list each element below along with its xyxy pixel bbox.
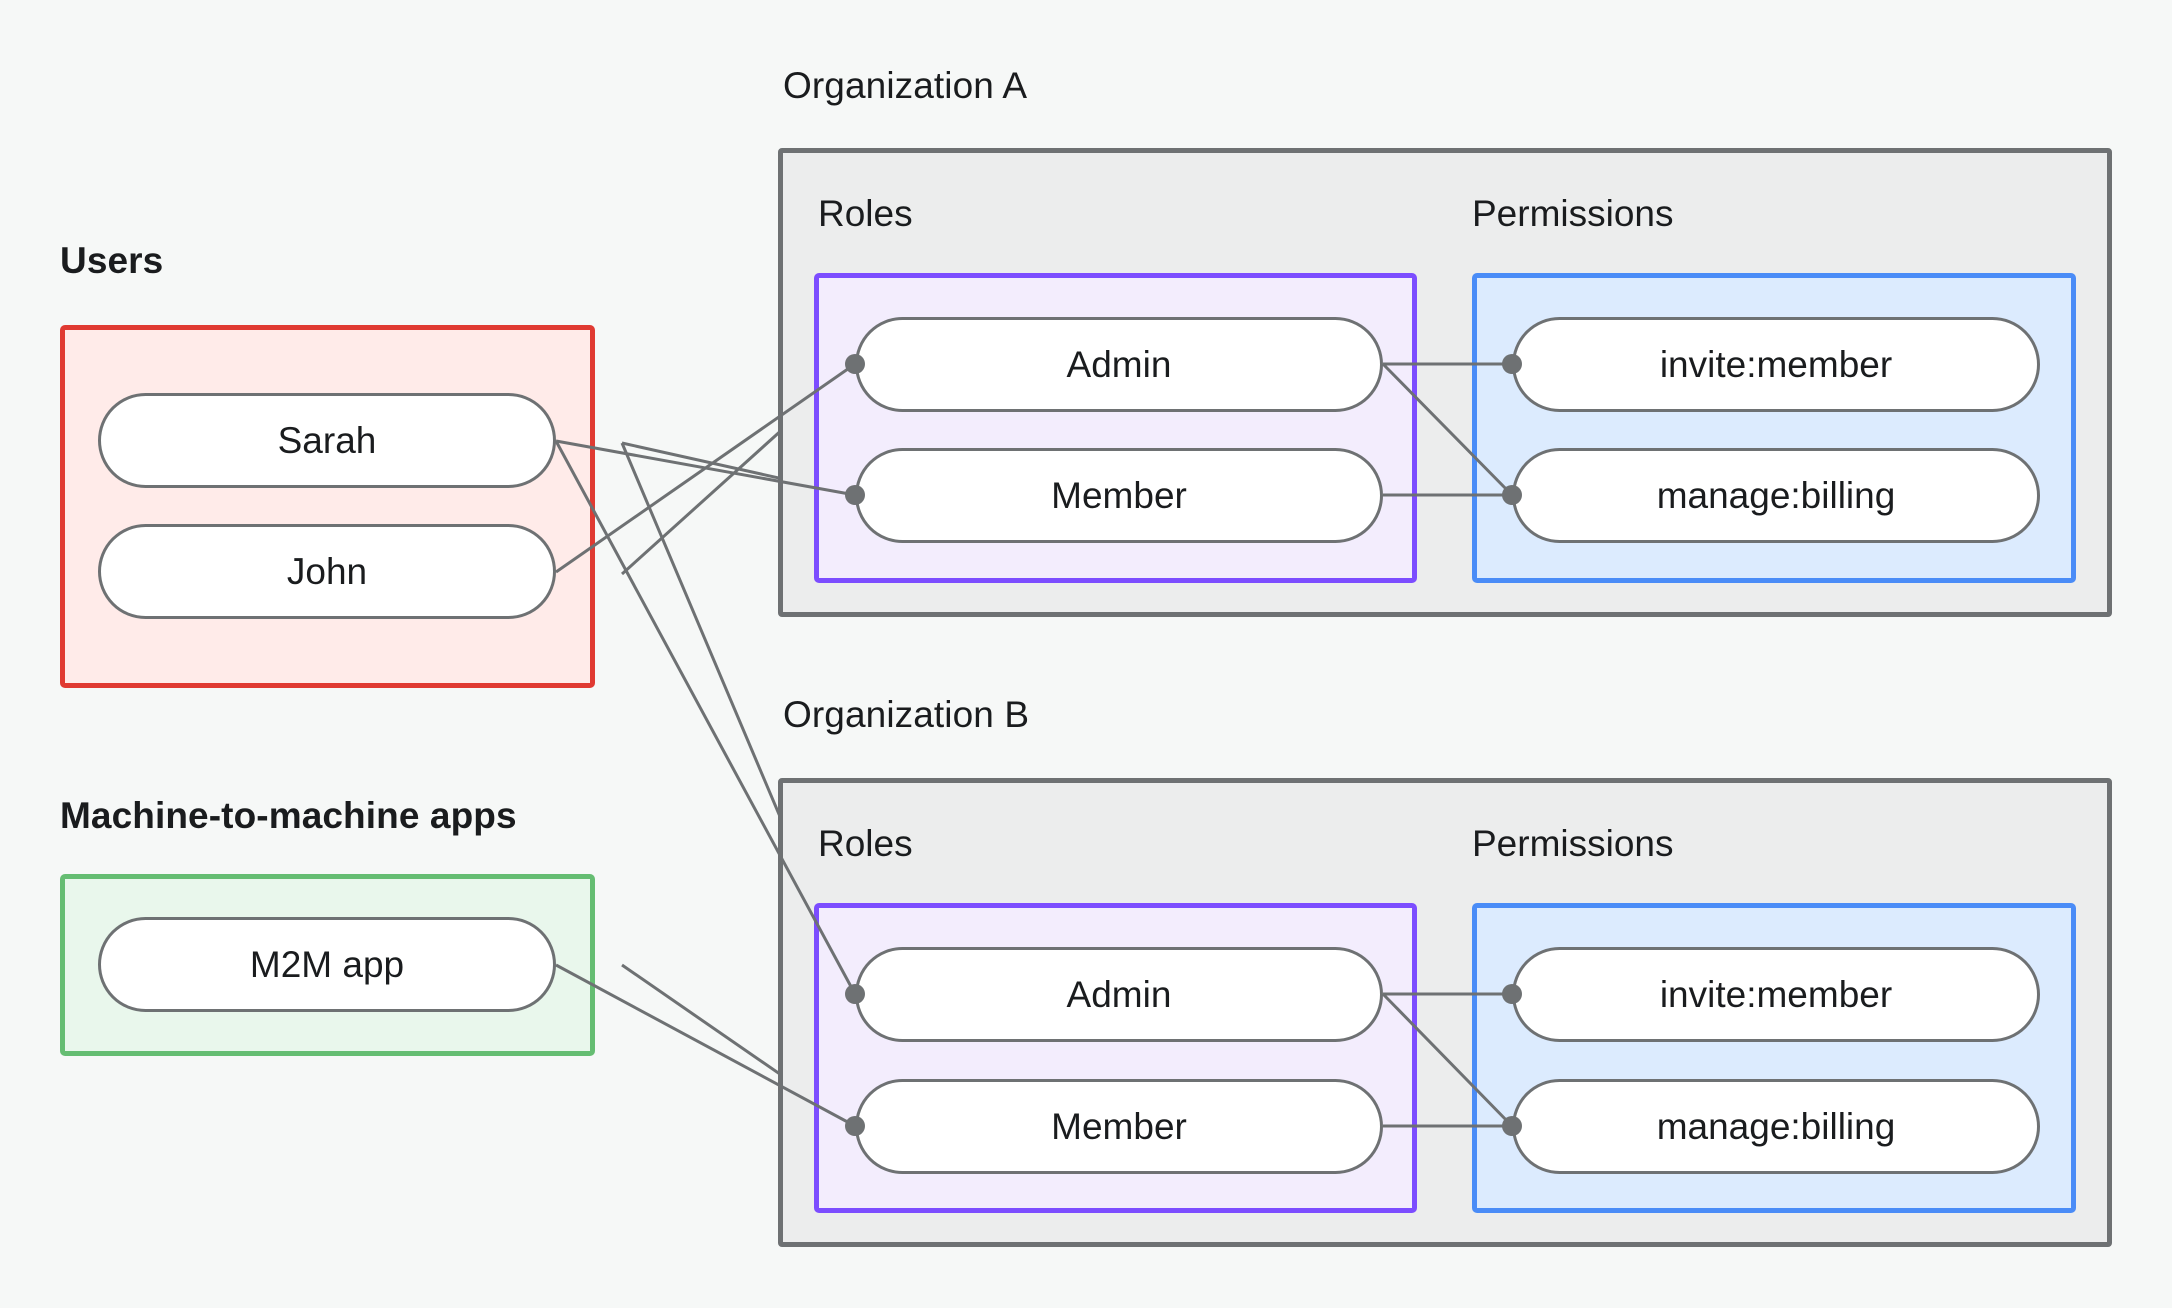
user-pill-sarah-label: Sarah — [277, 419, 377, 461]
org-a-permission-pill-manage-billing[interactable]: manage:billing — [1512, 448, 2040, 543]
org-b-permission-pill-invite-member[interactable]: invite:member — [1512, 947, 2040, 1042]
org-b-title: Organization B — [783, 694, 1030, 735]
org-a-permission-pill-invite-member-label: invite:member — [1659, 343, 1893, 385]
users-group-container — [60, 325, 595, 688]
org-a-role-pill-admin[interactable]: Admin — [855, 317, 1383, 412]
org-a-roles-label: Roles — [818, 193, 913, 234]
org-b-permission-pill-manage-billing-label: manage:billing — [1656, 1105, 1896, 1147]
org-b-role-pill-admin-label: Admin — [1066, 973, 1172, 1015]
org-a-role-pill-member[interactable]: Member — [855, 448, 1383, 543]
org-b-role-pill-member[interactable]: Member — [855, 1079, 1383, 1174]
org-a-role-pill-admin-label: Admin — [1066, 343, 1172, 385]
org-a-permission-pill-invite-member[interactable]: invite:member — [1512, 317, 2040, 412]
org-a-title: Organization A — [783, 65, 1028, 106]
user-pill-john-label: John — [286, 550, 368, 592]
users-group-label: Users — [60, 240, 164, 281]
m2m-pill-app-label: M2M app — [249, 943, 405, 985]
org-b-permissions-label: Permissions — [1472, 823, 1674, 864]
user-pill-sarah[interactable]: Sarah — [98, 393, 556, 488]
m2m-group-label: Machine-to-machine apps — [60, 795, 517, 836]
org-a-permission-pill-manage-billing-label: manage:billing — [1656, 474, 1896, 516]
org-b-permission-pill-manage-billing[interactable]: manage:billing — [1512, 1079, 2040, 1174]
org-b-role-pill-admin[interactable]: Admin — [855, 947, 1383, 1042]
user-pill-john[interactable]: John — [98, 524, 556, 619]
org-b-roles-label: Roles — [818, 823, 913, 864]
m2m-pill-app[interactable]: M2M app — [98, 917, 556, 1012]
org-a-role-pill-member-label: Member — [1051, 474, 1187, 516]
org-b-permission-pill-invite-member-label: invite:member — [1659, 973, 1893, 1015]
org-b-role-pill-member-label: Member — [1051, 1105, 1187, 1147]
org-a-permissions-label: Permissions — [1472, 193, 1674, 234]
